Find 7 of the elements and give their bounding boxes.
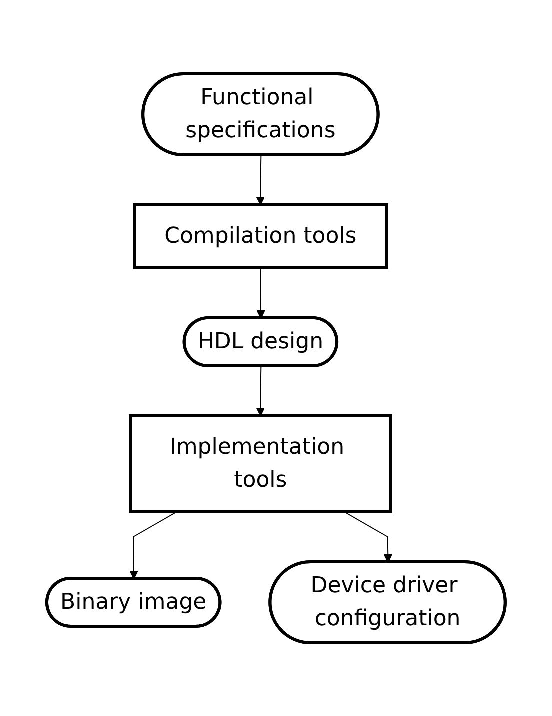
arrow (344, 511, 392, 562)
arrow (129, 511, 178, 579)
arrow (256, 366, 265, 416)
node-box: Implementation tools (129, 414, 392, 513)
node-box: Compilation tools (132, 203, 388, 269)
arrow (256, 267, 266, 318)
arrow (256, 154, 265, 205)
